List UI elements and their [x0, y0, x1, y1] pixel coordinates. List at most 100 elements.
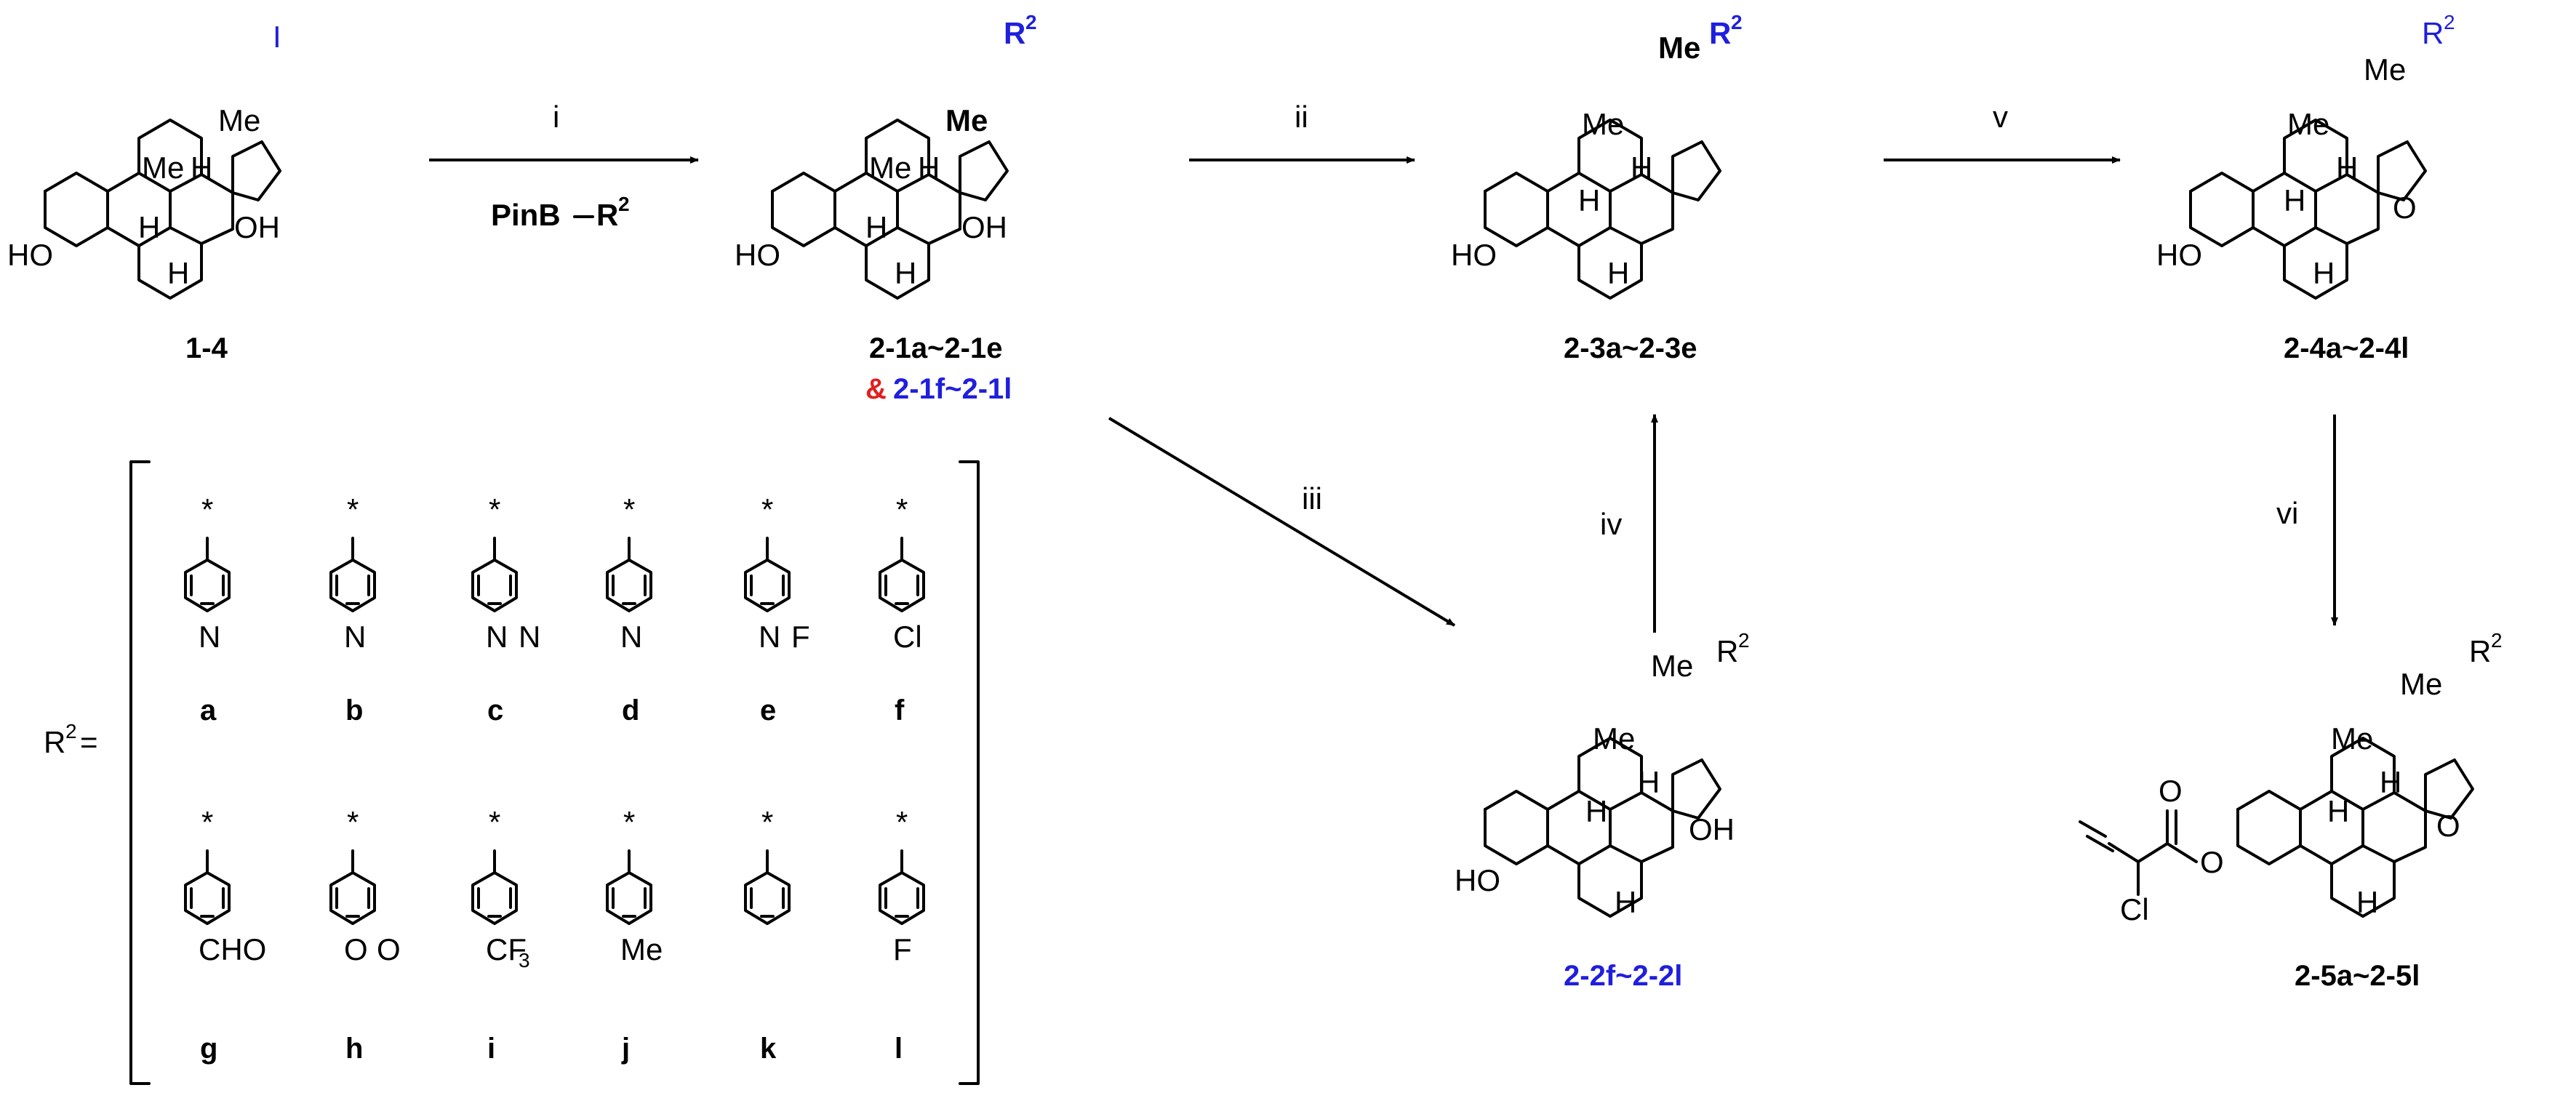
substituent-atom: Cl [893, 620, 922, 654]
substituent-letter: c [487, 694, 503, 726]
aryl-ring [744, 537, 791, 612]
compound-1-4: I Me Me H H OH HO H 1-4 [7, 20, 281, 364]
aryl-ring [471, 537, 518, 612]
r2-label: R [44, 725, 65, 759]
reagent-pinb: PinB [491, 198, 561, 232]
substituent-atom: N [620, 620, 642, 654]
compound-label-2-1f-l: 2-1f~2-1l [893, 373, 1012, 405]
atom-ester-o: O [2200, 845, 2224, 879]
atom-cl: Cl [2120, 892, 2149, 926]
substituent-atom: N [759, 620, 780, 654]
atom-ho: HO [7, 238, 53, 272]
aryl-ring [879, 537, 925, 612]
attachment-star: * [201, 805, 213, 839]
atom-r2-sup: 2 [1738, 629, 1750, 652]
atom-r2-sup: 2 [1731, 11, 1743, 33]
atom-oh: OH [961, 210, 1007, 244]
aryl-ring [184, 537, 231, 612]
substituent-f: *Clf [879, 492, 925, 726]
reagent-v-label: v [1993, 100, 2008, 134]
substituent-letter: j [621, 1033, 630, 1065]
atom-h: H [1615, 885, 1636, 919]
atom-me: Me [869, 151, 911, 185]
substituent-letter: h [345, 1033, 363, 1065]
atom-ester-o: O [2159, 774, 2183, 808]
atom-h: H [2284, 183, 2305, 217]
atom-ho: HO [2156, 238, 2202, 272]
compound-label-2-5: 2-5a~2-5l [2295, 960, 2420, 992]
aryl-ring [606, 849, 652, 925]
substituent-atom: O [377, 932, 401, 966]
atom-me: Me [945, 103, 988, 137]
substituent-atom: Me [620, 932, 663, 966]
substituent-atom: N [199, 620, 220, 654]
substituent-letter: b [345, 694, 363, 726]
atom-r2-sup: 2 [2444, 11, 2455, 33]
atom-me: Me [2331, 721, 2373, 756]
atom-r2-sup: 2 [2491, 629, 2503, 652]
aryl-ring [329, 537, 376, 612]
atom-r2: R [2469, 634, 2491, 668]
reagent-r-sup: 2 [618, 193, 630, 215]
compound-label-1-4: 1-4 [185, 332, 228, 364]
substituent-k: *k [744, 805, 791, 1065]
attachment-star: * [489, 805, 500, 839]
compound-2-1: R 2 Me Me H H OH HO H 2-1a~2-1e & 2-1f~2… [735, 11, 1037, 405]
substituent-j: *Mej [606, 805, 663, 1065]
aryl-ring [184, 849, 231, 925]
reagent-r: R [596, 198, 618, 232]
atom-h: H [1607, 256, 1629, 290]
substituent-atom: CHO [199, 932, 266, 966]
substituent-letter: k [760, 1033, 777, 1065]
attachment-star: * [347, 805, 359, 839]
atom-h: H [2356, 885, 2378, 919]
compound-label-2-1a-e: 2-1a~2-1e [869, 332, 1002, 364]
substituent-atom: O [344, 932, 368, 966]
atom-h: H [2327, 794, 2349, 828]
attachment-star: * [896, 805, 908, 839]
atom-oh: OH [1689, 812, 1735, 846]
atom-me: Me [1651, 649, 1693, 683]
substituent-letter: f [895, 694, 905, 726]
atom-r2-sup: 2 [1025, 11, 1037, 33]
atom-me: Me [218, 103, 260, 137]
compound-label-2-3: 2-3a~2-3e [1564, 332, 1697, 364]
substituent-atom: F [893, 932, 912, 966]
arrow-iii: iii [1108, 417, 1456, 627]
atom-h: H [138, 210, 160, 244]
substituent-l: * Fl [879, 805, 925, 1065]
substituent-i: * CF3 i [471, 805, 530, 1065]
substituent-b: *Nb [329, 492, 376, 726]
atom-h: H [895, 256, 916, 290]
substituent-atom: N [486, 620, 508, 654]
compound-label-2-2: 2-2f~2-2l [1564, 960, 1682, 992]
substituent-letter: l [895, 1033, 903, 1065]
atom-h: H [191, 151, 212, 185]
reagent-vi-label: vi [2276, 496, 2298, 530]
atom-me: Me [1593, 721, 1635, 756]
attachment-star: * [201, 492, 213, 527]
atom-h: H [167, 256, 189, 290]
substituent-letter: d [622, 694, 639, 726]
substituent-atom: CF [486, 932, 527, 966]
substituent-atom: N [519, 620, 540, 654]
atom-h: H [2336, 151, 2358, 185]
substituent-atom: 3 [519, 949, 530, 972]
atom-me: Me [2364, 52, 2406, 87]
atom-h: H [1578, 183, 1600, 217]
arrow-ii: ii [1189, 100, 1415, 164]
atom-epoxide-o: O [2393, 191, 2417, 225]
compound-2-5: R 2 Me Me H H O H O O Cl 2-5a~2-5l [2079, 629, 2503, 992]
substituent-letter: a [200, 694, 217, 726]
arrow-iv: iv [1600, 414, 1658, 633]
arrow-i: i PinB R 2 [429, 100, 699, 232]
aryl-ring [471, 849, 518, 925]
atom-iodine: I [273, 20, 281, 54]
attachment-star: * [761, 805, 773, 839]
substituent-letter: i [487, 1033, 495, 1065]
